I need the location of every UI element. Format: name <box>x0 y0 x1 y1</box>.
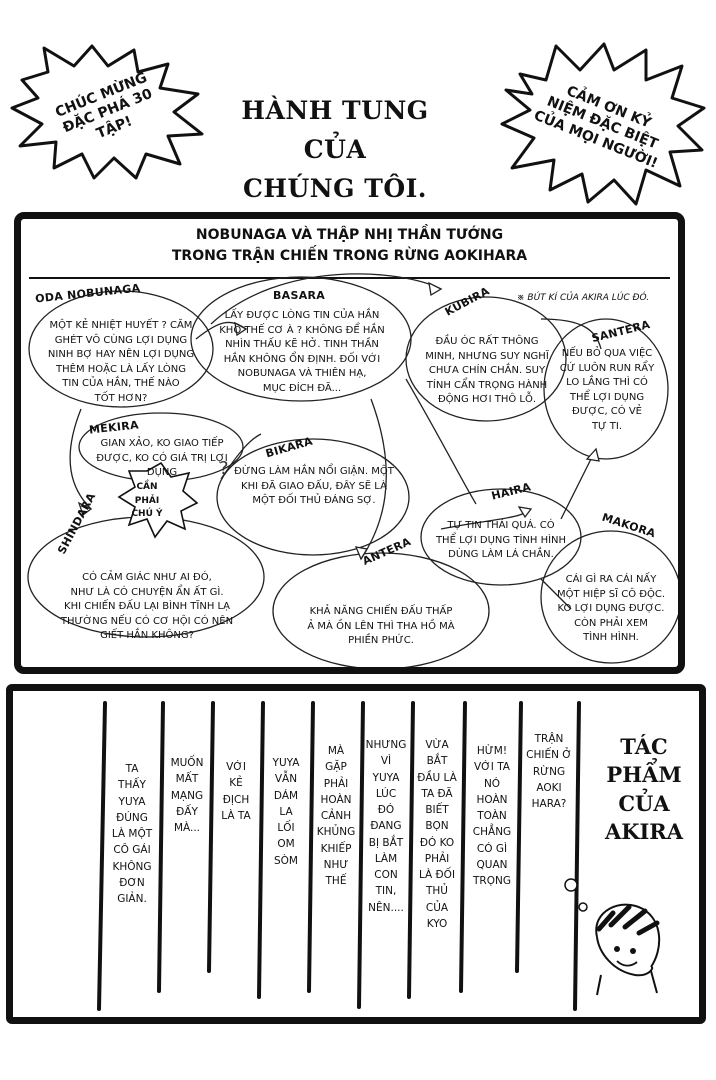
chart-heading: NOBUNAGA VÀ THẬP NHỊ THẦN TƯỚNG TRONG TR… <box>171 227 528 264</box>
note-mekira: GIAN XẢO, KO GIAO TIẾP ĐƯỢC, KO CÓ GIÁ T… <box>96 438 228 478</box>
column-text-6: NHƯNG VÌ YUYA LÚC ĐÓ ĐANG BỊ BẮT LÀM CON… <box>365 739 407 914</box>
page-title: HÀNH TUNG CỦA CHÚNG TÔI. <box>241 96 429 203</box>
celebration-text: CHÚC MỪNG ĐẶC PHÁ 30 TẬP! <box>53 69 155 142</box>
starburst-shape <box>500 42 706 206</box>
note-basara: LẤY ĐƯỢC LÒNG TIN CỦA HẮN KHÓ THẾ CƠ À ?… <box>219 310 385 394</box>
caution-tag: CẦN PHẢI CHÚ Ý <box>131 482 163 519</box>
column-text-2: MUỐN MẤT MẠNG ĐẤY MÀ... <box>170 757 204 835</box>
name-basara: BASARA <box>273 289 326 302</box>
note-oda-nobunaga: MỘT KẺ NHIỆT HUYẾT ? CĂM GHÉT VÔ CÙNG LỢ… <box>47 320 195 404</box>
column-text-8: HỪM! VỚI TA NÓ HOÀN TOÀN CHẲNG CÓ GÌ QUA… <box>472 745 512 888</box>
chart-footnote: ※ BÚT KÍ CỦA AKIRA LÚC ĐÓ. <box>517 293 650 303</box>
cloud-basara <box>190 276 412 402</box>
works-title: TÁC PHẨM CỦA AKIRA <box>604 734 684 845</box>
note-santera: NẾU BỎ QUA VIỆC CỨ LUÔN RUN RẨY LO LẮNG … <box>559 348 655 432</box>
chibi-akira-drawing <box>564 878 661 996</box>
note-shindara: CÓ CẢM GIÁC NHƯ AI ĐÓ, NHƯ LÀ CÓ CHUYỆN … <box>60 572 234 641</box>
thanks-burst-right: CẢM ƠN KỶ NIỆM ĐẶC BIỆT CỦA MỌI NGƯỜI! <box>496 40 708 208</box>
cloud-antera <box>272 552 490 667</box>
column-text-4: YUYA VẪN DÁM LA LỐI OM SÒM <box>272 757 300 867</box>
cloud-makora <box>540 530 678 664</box>
note-bikara: ĐỪNG LÀM HẮN NỔI GIẬN. MỘT KHI ĐÃ GIAO Đ… <box>234 466 394 506</box>
cloud-bikara <box>216 438 410 556</box>
relationship-chart-panel: NOBUNAGA VÀ THẬP NHỊ THẦN TƯỚNG TRONG TR… <box>14 212 685 674</box>
column-text-1: TA THẤY YUYA ĐÚNG LÀ MỘT CÔ GÁI KHÔNG ĐƠ… <box>111 763 153 906</box>
cloud-bubbles: ? <box>27 273 678 667</box>
celebration-burst-left: CHÚC MỪNG ĐẶC PHÁ 30 TẬP! <box>8 42 208 182</box>
starburst-shape <box>10 44 204 180</box>
column-text-9: TRẬN CHIẾN Ở RỪNG AOKI HARA? <box>526 733 572 811</box>
akira-works-panel: TA THẤY YUYA ĐÚNG LÀ MỘT CÔ GÁI KHÔNG ĐƠ… <box>6 684 706 1024</box>
note-kubira: ĐẦU ÓC RẤT THÔNG MINH, NHƯNG SUY NGHĨ CH… <box>425 336 549 405</box>
cloud-nobunaga <box>28 290 214 408</box>
note-haira: TỰ TIN THÁI QUÁ. CÓ THỂ LỢI DỤNG TÌNH HÌ… <box>435 520 567 560</box>
svg-text:?: ? <box>219 458 229 479</box>
column-dividers <box>97 701 581 1011</box>
note-antera: KHẢ NĂNG CHIẾN ĐẤU THẤP Ả MÀ ỒN LÊN THÌ … <box>307 606 455 646</box>
cloud-kubira <box>405 296 567 422</box>
note-makora: CÁI GÌ RA CÁI NẤY MỘT HIỆP SĨ CÔ ĐỘC. KO… <box>556 574 666 643</box>
column-text-7: VỪA BẮT ĐẦU LÀ TA ĐÃ BIẾT BỌN ĐÓ KO PHẢI… <box>417 739 457 930</box>
column-text-3: VỚI KẺ ĐỊCH LÀ TA <box>221 761 251 822</box>
cloud-santera <box>543 318 669 460</box>
column-text-5: MÀ GẶP PHẢI HOÀN CẢNH KHỦNG KHIẾP NHƯ TH… <box>316 745 356 888</box>
heading-divider <box>29 277 670 279</box>
